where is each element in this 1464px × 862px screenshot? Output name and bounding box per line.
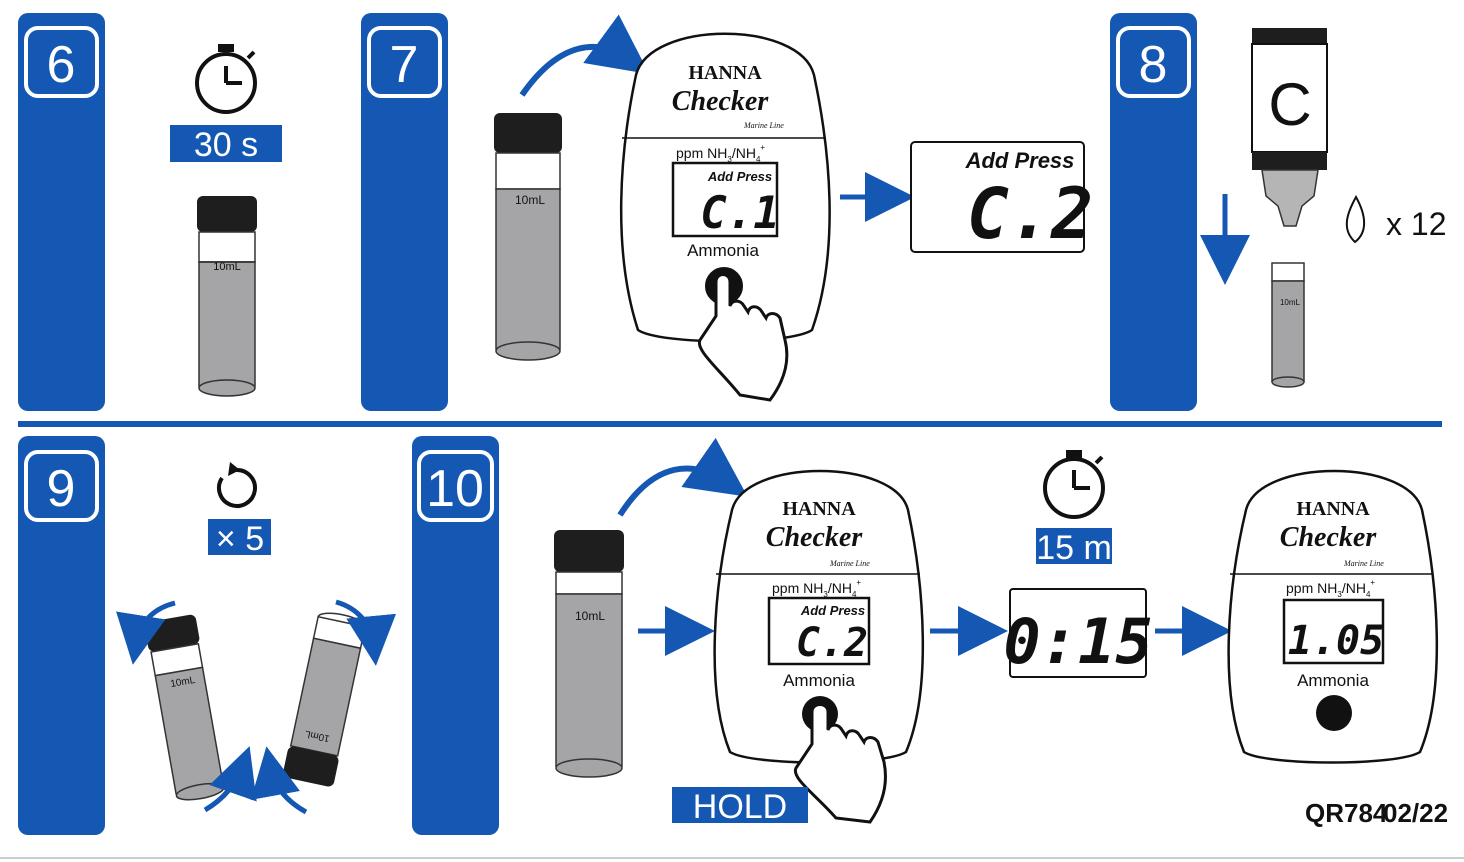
lcd-screen [767, 596, 871, 666]
timer-label: 15 m [1036, 529, 1112, 567]
vial: 10mL [494, 113, 562, 361]
countdown-display: 0:15 [1003, 588, 1153, 678]
drop-icon [1345, 194, 1366, 244]
model-name: Checker [672, 86, 770, 117]
step-6-number: 6 [47, 36, 76, 94]
step-7: 7 10mL HANNA Checker Marine Line ppm NH3… [361, 13, 1093, 411]
lcd-indicator: Add Press [800, 603, 865, 618]
unit-label: ppm NH3/NH4+ [772, 578, 861, 599]
vial-mark: 10mL [213, 261, 241, 273]
vial-mark: 10mL [1280, 298, 1301, 307]
brand-logo: HANNA [782, 498, 856, 520]
vial-mark: 10mL [170, 675, 197, 690]
rotate-arrow [250, 746, 308, 815]
brand-logo: HANNA [1296, 498, 1370, 520]
line-name: Marine Line [743, 121, 784, 130]
step-6: 6 30 s 10mL [18, 13, 282, 411]
lcd-value: C.2 [796, 620, 868, 666]
step-8-badge [1116, 26, 1191, 98]
lcd-value: C.1 [700, 188, 779, 239]
vial-small: 10mL [1271, 262, 1305, 388]
vial: 10mL [554, 530, 624, 778]
vial-mark: 10mL [575, 609, 605, 623]
insert-arrow [617, 437, 748, 517]
lcd-screen [1282, 598, 1385, 665]
line-name: Marine Line [829, 559, 870, 568]
parameter-label: Ammonia [1297, 671, 1369, 690]
timer-badge [1036, 528, 1112, 564]
brand-logo: HANNA [688, 62, 762, 84]
step-8-number: 8 [1139, 36, 1168, 94]
unit-label: ppm NH3/NH4+ [1286, 578, 1375, 599]
step-6-badge [24, 26, 99, 98]
step-9-number: 9 [47, 460, 76, 518]
line-name: Marine Line [1343, 559, 1384, 568]
step-8: 8 C x 12 10mL [1110, 13, 1446, 411]
lcd-value: 1.05 [1288, 618, 1384, 664]
lcd-screen [671, 161, 779, 238]
rotate-arrow [203, 746, 257, 813]
parameter-label: Ammonia [783, 671, 855, 690]
result-meter: HANNA Checker Marine Line ppm NH3/NH4+ 1… [1227, 469, 1439, 764]
vial-mark: 10mL [515, 193, 545, 207]
stopwatch-icon [195, 44, 257, 114]
drop-count: x 12 [1386, 206, 1446, 242]
checker-meter: HANNA Checker Marine Line ppm NH3/NH4+ A… [713, 469, 925, 824]
timer-label: 30 s [194, 126, 258, 164]
step-6-bar [18, 13, 105, 411]
document-date: 02/22 [1383, 798, 1448, 828]
document-code: QR784 [1305, 798, 1388, 828]
finger-press-icon [793, 703, 887, 824]
step-9-bar [18, 436, 105, 835]
timer-badge [170, 125, 282, 162]
vial: 10mL [197, 196, 257, 397]
zoom-indicator: Add Press [965, 148, 1075, 173]
hold-label: HOLD [693, 788, 787, 826]
vial-upright: 10mL [144, 614, 225, 801]
step-10: 10 10mL HANNA Checker Marine Line ppm NH… [412, 436, 1439, 835]
vial-mark-flipped: 10mL [304, 728, 331, 744]
step-7-bar [361, 13, 448, 411]
reagent-letter: C [1268, 71, 1311, 138]
invert-count: × 5 [216, 520, 264, 558]
rotate-arrow [116, 600, 176, 665]
step-10-number: 10 [426, 460, 484, 518]
parameter-label: Ammonia [687, 241, 759, 260]
hold-badge [672, 787, 808, 823]
step-7-badge [367, 26, 442, 98]
rotate-icon-head [228, 462, 240, 476]
stopwatch-icon [1043, 450, 1105, 519]
rotate-icon [216, 467, 257, 508]
model-name: Checker [766, 522, 864, 553]
section-divider [18, 421, 1442, 427]
invert-badge [208, 519, 271, 555]
insert-arrow [519, 14, 650, 97]
step-10-badge [417, 450, 494, 522]
rotate-arrow [335, 599, 397, 666]
step-10-bar [412, 436, 499, 835]
checker-meter: HANNA Checker Marine Line ppm NH3/NH4+ A… [619, 32, 831, 402]
step-9: 9 × 5 10mL 10mL [18, 436, 397, 835]
step-9-badge [24, 450, 99, 522]
countdown-value: 0:15 [1003, 605, 1152, 678]
power-button[interactable] [1316, 695, 1352, 731]
reagent-bottle: C [1251, 28, 1328, 227]
model-name: Checker [1280, 522, 1378, 553]
vial-inverted: 10mL [283, 612, 366, 787]
display-zoom: Add Press C.2 [910, 141, 1093, 255]
step-8-bar [1110, 13, 1197, 411]
step-7-number: 7 [390, 36, 419, 94]
unit-label: ppm NH3/NH4+ [676, 143, 765, 164]
finger-press-icon [697, 273, 789, 402]
zoom-value: C.2 [967, 173, 1093, 255]
lcd-indicator: Add Press [707, 169, 772, 184]
